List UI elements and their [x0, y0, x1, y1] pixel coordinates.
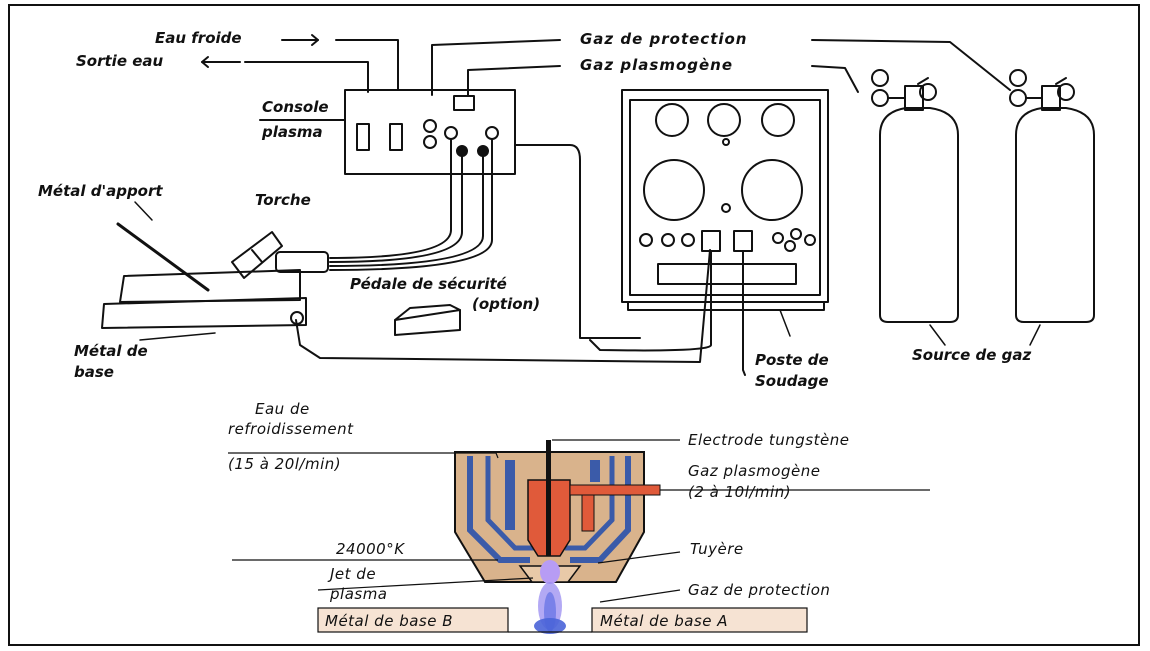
poste-nameplate: [658, 264, 796, 284]
gas-cylinder-1: [872, 70, 958, 322]
label-gaz-plasmogene-debit: (2 à 10l/min): [688, 483, 791, 501]
cable-4: [330, 139, 492, 270]
console-connector-4: [478, 146, 488, 156]
label-gaz-plasmogene: Gaz plasmogène: [580, 57, 733, 74]
console-display: [454, 96, 474, 110]
poste-soudage-box: [622, 90, 828, 302]
label-eau-froide: Eau froide: [155, 30, 242, 47]
poste-indicator: [723, 139, 729, 145]
console-gauge-right: [390, 124, 402, 150]
poste-knob-2: [662, 234, 674, 246]
label-gaz-plasmogene-torch: Gaz plasmogène: [688, 462, 820, 480]
poste-knob-4: [773, 233, 783, 243]
label-pedale-option: (option): [472, 296, 540, 313]
label-sortie-eau: Sortie eau: [76, 53, 163, 70]
label-refroidissement: refroidissement: [228, 420, 353, 438]
console-knob-2: [424, 136, 436, 148]
cable-poste-1: [590, 251, 711, 350]
gaz-protection-line-right: [812, 40, 1010, 90]
label-metal-de: Métal de: [74, 343, 148, 360]
console-connector-3: [457, 146, 467, 156]
source-gaz-pointer-1: [930, 325, 945, 345]
label-torche: Torche: [255, 192, 311, 209]
label-metal-base-a: Métal de base A: [600, 612, 728, 630]
label-eau-de: Eau de: [255, 400, 310, 418]
cable-1: [330, 139, 451, 258]
poste-knob-3: [682, 234, 694, 246]
metal-base-pointer: [140, 333, 215, 340]
label-electrode: Electrode tungstène: [688, 431, 849, 449]
console-gauge-left: [357, 124, 369, 150]
poste-base: [628, 302, 824, 310]
pedale-securite: [395, 310, 460, 335]
sortie-eau-line: [245, 62, 368, 92]
label-console: Console: [262, 99, 329, 116]
label-metal-apport: Métal d'apport: [38, 183, 163, 200]
label-base: base: [74, 364, 114, 381]
metal-apport-rod: [118, 224, 208, 290]
work-piece: [120, 270, 300, 302]
label-eau-debit: (15 à 20l/min): [228, 455, 341, 473]
label-tuyere: Tuyère: [690, 540, 744, 558]
source-gaz-pointer-2: [1030, 325, 1040, 345]
console-connector-1: [445, 127, 457, 139]
label-pedale: Pédale de sécurité: [350, 276, 507, 293]
label-poste-de: Poste de: [755, 352, 829, 369]
poste-gauge-1: [656, 104, 688, 136]
label-jet-de: Jet de: [330, 565, 376, 583]
cable-3: [330, 156, 483, 266]
poste-knob-6: [805, 235, 815, 245]
poste-knob-7: [785, 241, 795, 251]
poste-pointer: [780, 310, 790, 336]
gas-cylinder-2: [1010, 70, 1094, 322]
label-source-gaz: Source de gaz: [912, 347, 1031, 364]
label-metal-base-b: Métal de base B: [325, 612, 453, 630]
metal-apport-pointer: [135, 202, 152, 220]
gaz-plasmogene-line-right: [812, 66, 858, 92]
label-gaz-protection-torch: Gaz de protection: [688, 581, 830, 599]
label-temperature: 24000°K: [336, 540, 405, 558]
poste-knob-5: [791, 229, 801, 239]
poste-gauge-2: [708, 104, 740, 136]
label-plasma-jet: plasma: [330, 585, 388, 603]
poste-meter-2: [742, 160, 802, 220]
label-soudage: Soudage: [755, 373, 829, 390]
console-connector-2: [486, 127, 498, 139]
cable-poste-2: [743, 251, 745, 375]
label-plasma: plasma: [262, 124, 323, 141]
metal-de-base: [102, 298, 306, 328]
poste-socket-1: [702, 231, 720, 251]
poste-socket-2: [734, 231, 752, 251]
poste-meter-1: [644, 160, 704, 220]
poste-indicator-2: [722, 204, 730, 212]
poste-gauge-3: [762, 104, 794, 136]
poste-knob-1: [640, 234, 652, 246]
cable-2: [330, 156, 462, 262]
label-gaz-protection: Gaz de protection: [580, 31, 748, 48]
console-knob-1: [424, 120, 436, 132]
